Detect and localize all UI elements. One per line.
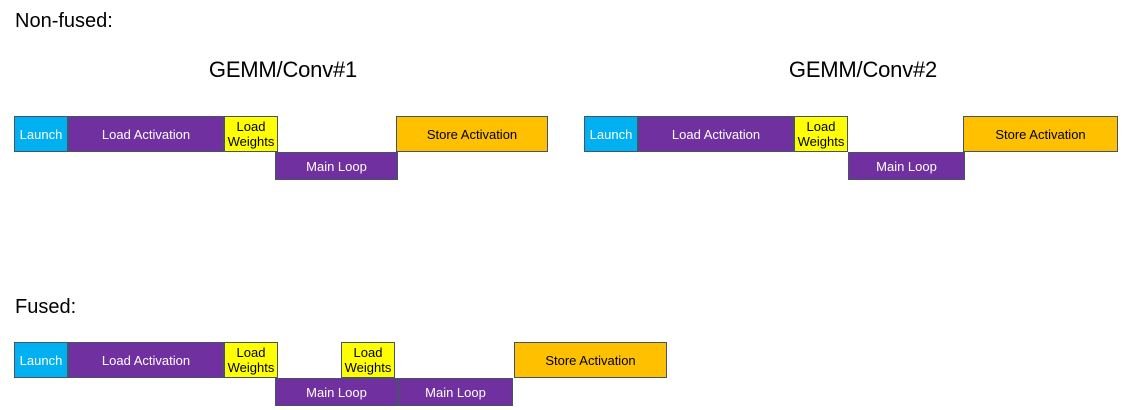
fused-store-activation-bar[interactable]: Store Activation: [514, 342, 667, 378]
nonfused-1-launch-bar[interactable]: Launch: [14, 116, 68, 152]
nonfused-2-main-loop-bar[interactable]: Main Loop: [848, 152, 965, 180]
group-title-gemm-conv-2: GEMM/Conv#2: [788, 57, 938, 82]
bar-label: Load Weights: [344, 345, 392, 375]
nonfused-2-launch-bar[interactable]: Launch: [584, 116, 638, 152]
bar-label: Store Activation: [995, 126, 1086, 142]
bar-label: Launch: [19, 352, 63, 368]
fused-launch-bar[interactable]: Launch: [14, 342, 68, 378]
bar-label: Main Loop: [306, 158, 367, 174]
bar-label: Load Weights: [227, 119, 275, 149]
bar-label: Launch: [19, 126, 63, 142]
bar-label: Load Activation: [671, 126, 761, 142]
nonfused-2-store-activation-bar[interactable]: Store Activation: [963, 116, 1118, 152]
bar-label: Load Weights: [797, 119, 845, 149]
section-label-non-fused: Non-fused:: [15, 10, 113, 32]
fused-main-loop-1-bar[interactable]: Main Loop: [275, 378, 398, 406]
fused-load-weights-1-bar[interactable]: Load Weights: [224, 342, 278, 378]
nonfused-2-load-activation-bar[interactable]: Load Activation: [638, 116, 794, 152]
bar-label: Launch: [589, 126, 633, 142]
fused-load-weights-2-bar[interactable]: Load Weights: [341, 342, 395, 378]
bar-label: Store Activation: [545, 352, 636, 368]
fused-load-activation-bar[interactable]: Load Activation: [68, 342, 224, 378]
section-label-fused: Fused:: [15, 296, 77, 318]
nonfused-1-load-weights-bar[interactable]: Load Weights: [224, 116, 278, 152]
nonfused-2-load-weights-bar[interactable]: Load Weights: [794, 116, 848, 152]
bar-label: Main Loop: [425, 384, 486, 400]
nonfused-1-store-activation-bar[interactable]: Store Activation: [396, 116, 548, 152]
bar-label: Load Activation: [101, 126, 191, 142]
group-title-gemm-conv-1: GEMM/Conv#1: [208, 57, 358, 82]
bar-label: Main Loop: [306, 384, 367, 400]
nonfused-1-load-activation-bar[interactable]: Load Activation: [68, 116, 224, 152]
bar-label: Store Activation: [426, 126, 518, 142]
bar-label: Load Activation: [101, 352, 191, 368]
fused-main-loop-2-bar[interactable]: Main Loop: [398, 378, 513, 406]
bar-label: Load Weights: [227, 345, 275, 375]
nonfused-1-main-loop-bar[interactable]: Main Loop: [275, 152, 398, 180]
bar-label: Main Loop: [876, 158, 937, 174]
